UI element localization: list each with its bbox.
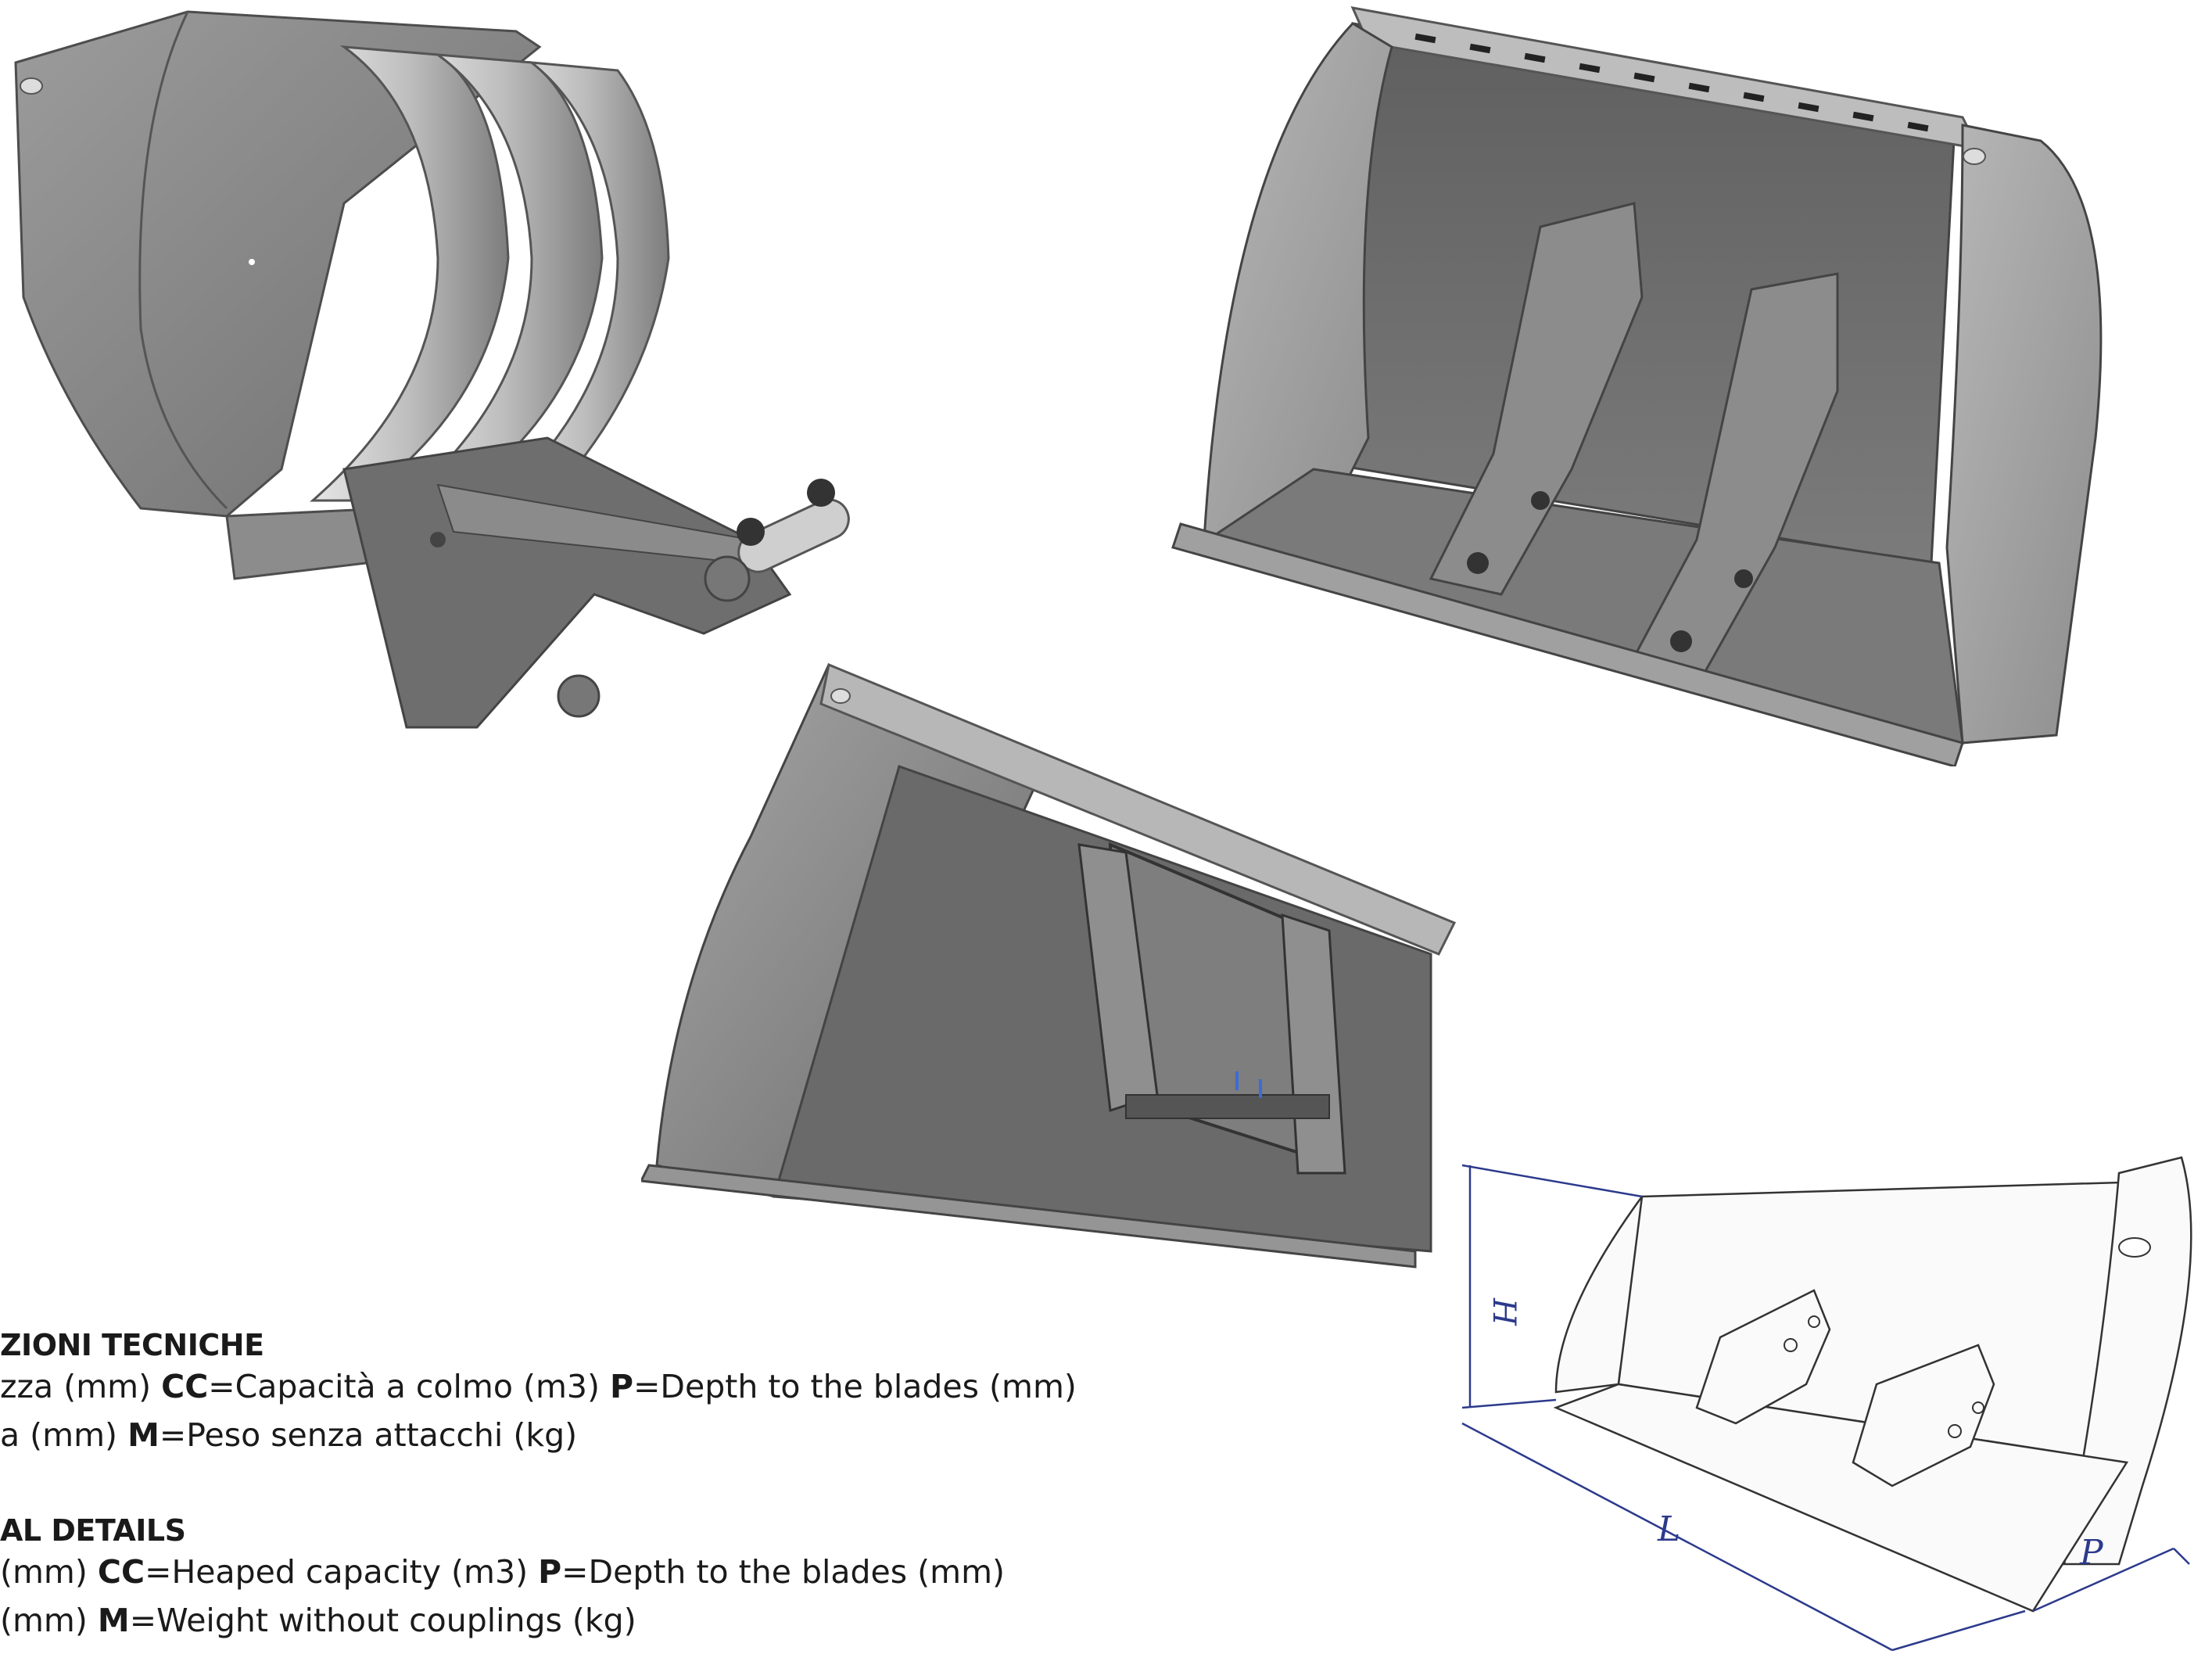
spec-text: =Capacità a colmo (m3) <box>208 1368 610 1405</box>
spec-key: M <box>97 1602 130 1639</box>
length-label: L <box>1657 1509 1680 1549</box>
spec-text: =Peso senza attacchi (kg) <box>159 1416 578 1454</box>
grapple-bucket-illustration <box>14 10 850 729</box>
dimension-drawing: H L P <box>1461 1156 2192 1652</box>
spec-key: P <box>538 1553 562 1591</box>
depth-label: P <box>2079 1533 2104 1573</box>
spec-key: P <box>610 1368 634 1405</box>
spec-text: a (mm) <box>0 1416 128 1454</box>
spec-line-english-1: (mm) CC=Heaped capacity (m3) P=Depth to … <box>0 1548 1005 1596</box>
coupler-bucket-illustration <box>641 662 1457 1268</box>
height-label: H <box>1486 1297 1522 1326</box>
spec-key: CC <box>161 1368 209 1405</box>
spec-text: (mm) <box>0 1602 98 1639</box>
spec-text: =Depth to the blades (mm) <box>561 1553 1006 1591</box>
spec-line-italian-1: zza (mm) CC=Capacità a colmo (m3) P=Dept… <box>0 1362 1077 1411</box>
spec-text: zza (mm) <box>0 1368 162 1405</box>
spec-line-english-2: (mm) M=Weight without couplings (kg) <box>0 1596 1005 1645</box>
spec-key: M <box>127 1416 160 1454</box>
spec-block-english: AL DETAILS (mm) CC=Heaped capacity (m3) … <box>0 1513 1005 1645</box>
spec-key: CC <box>97 1553 145 1591</box>
spec-text: =Depth to the blades (mm) <box>633 1368 1077 1405</box>
spec-title-italian: ZIONI TECNICHE <box>0 1328 264 1362</box>
spec-text: =Weight without couplings (kg) <box>129 1602 636 1639</box>
spec-title-english: AL DETAILS <box>0 1513 186 1548</box>
spec-text: =Heaped capacity (m3) <box>145 1553 539 1591</box>
spec-line-italian-2: a (mm) M=Peso senza attacchi (kg) <box>0 1411 1077 1459</box>
ribbed-bucket-illustration <box>1171 6 2103 766</box>
spec-text: (mm) <box>0 1553 98 1591</box>
spec-block-italian: ZIONI TECNICHE zza (mm) CC=Capacità a co… <box>0 1328 1077 1459</box>
